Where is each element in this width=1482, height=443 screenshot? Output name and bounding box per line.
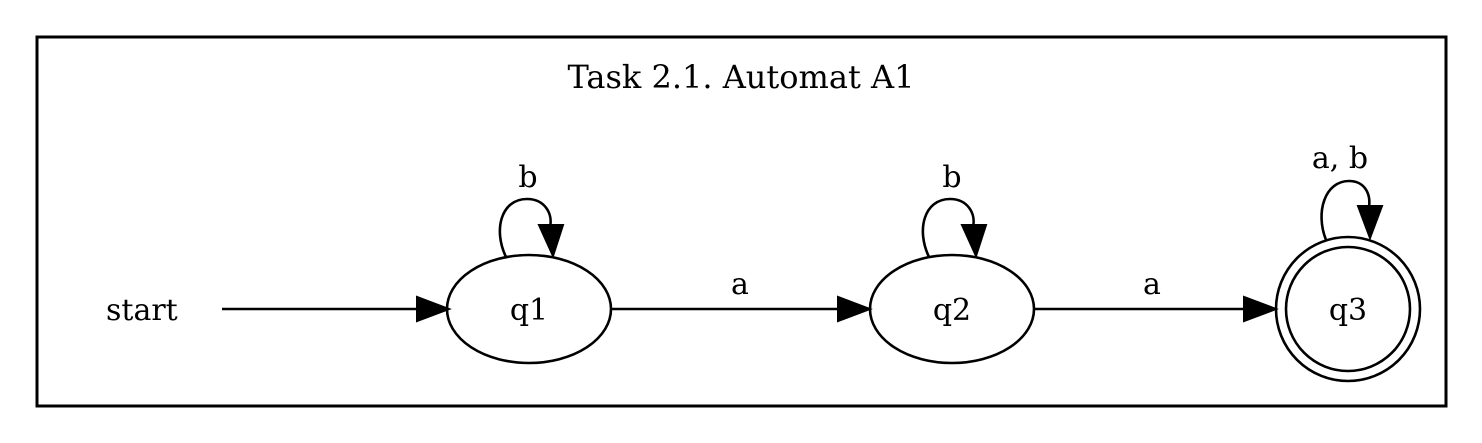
transition-q1-q1: b: [498, 160, 565, 259]
start-label: start: [106, 293, 178, 328]
transition-q2-q2-label: b: [942, 160, 961, 195]
start-arrow: [222, 295, 452, 323]
transition-q2-q3-label: a: [1143, 267, 1161, 302]
transition-q1-q2: a: [611, 267, 873, 323]
transition-q3-q3: a, b: [1312, 141, 1384, 241]
state-q1-label: q1: [510, 293, 548, 328]
transition-q1-q1-label: b: [518, 160, 537, 195]
state-q2-label: q2: [933, 293, 971, 328]
state-q3-label: q3: [1329, 293, 1367, 328]
transition-q3-q3-label: a, b: [1312, 141, 1368, 176]
diagram-frame: [35, 35, 1448, 408]
diagram-title: Task 2.1. Automat A1: [568, 58, 915, 96]
transition-q1-q2-label: a: [731, 267, 749, 302]
transition-q2-q3: a: [1034, 267, 1279, 323]
transition-q2-q2: b: [921, 160, 988, 259]
